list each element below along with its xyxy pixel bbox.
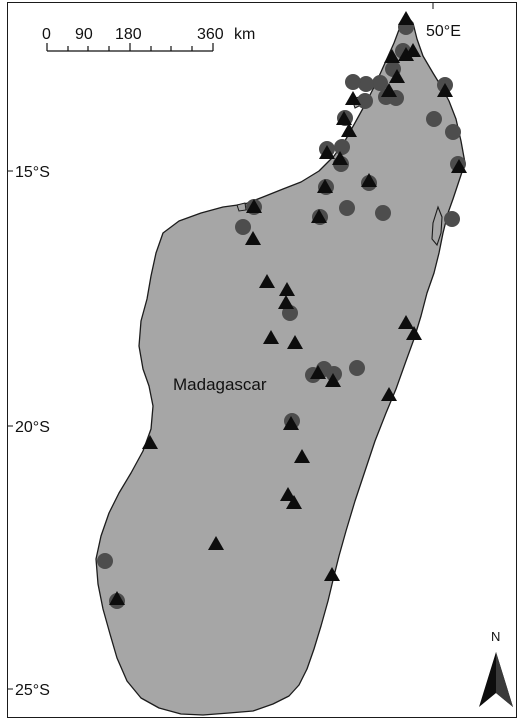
triangle-marker [325,373,341,387]
triangle-marker [332,151,348,165]
circle-marker [345,74,361,90]
scale-tick-180: 180 [115,26,142,43]
triangle-marker [259,274,275,288]
island-label: Madagascar [173,375,267,394]
triangle-marker [208,536,224,550]
lat-label-20s: 20°S [15,419,50,436]
scale-unit: km [234,26,255,43]
triangle-marker [280,487,296,501]
circle-marker [339,200,355,216]
triangle-marker [345,91,361,105]
triangle-marker [361,173,377,187]
triangle-marker [336,111,352,125]
triangle-marker [294,449,310,463]
triangle-marker [279,282,295,296]
circle-marker [372,75,388,91]
madagascar-landmass [95,14,466,716]
circle-markers [97,19,466,609]
northwest-islet [236,202,247,212]
lon-label-50e: 50°E [426,23,461,40]
scale-bar [46,43,214,52]
circle-marker [426,111,442,127]
triangle-marker [405,43,421,57]
triangle-marker [406,326,422,340]
triangle-marker [319,145,335,159]
triangle-marker [389,69,405,83]
triangle-marker [398,315,414,329]
triangle-marker [398,11,414,25]
triangle-marker [311,209,327,223]
triangle-marker [437,83,453,97]
triangle-marker [245,231,261,245]
north-arrow-label: N [491,629,500,644]
triangle-marker [246,199,262,213]
graticule-labels: 15°S 20°S 25°S 50°E [8,3,461,699]
triangle-marker [398,47,414,61]
triangle-marker [381,83,397,97]
triangle-marker [283,416,299,430]
triangle-markers [109,11,467,605]
triangle-marker [341,123,357,137]
eastern-islet [431,205,443,247]
triangle-marker [142,435,158,449]
map-canvas: 15°S 20°S 25°S 50°E Madagascar 0 90 180 … [8,3,513,716]
circle-marker [445,124,461,140]
circle-marker [357,93,373,109]
circle-marker [235,219,251,235]
scale-tick-90: 90 [75,26,93,43]
circle-marker [334,139,350,155]
lat-label-15s: 15°S [15,164,50,181]
circle-marker [97,553,113,569]
map-frame: 15°S 20°S 25°S 50°E Madagascar 0 90 180 … [7,2,517,718]
north-arrow: N [479,629,513,707]
triangle-marker [381,387,397,401]
circle-marker [326,366,342,382]
triangle-marker [263,330,279,344]
triangle-marker [286,495,302,509]
triangle-marker [109,591,125,605]
scale-tick-360: 360 [197,26,224,43]
triangle-marker [317,179,333,193]
circle-marker [358,76,374,92]
circle-marker [349,360,365,376]
triangle-marker [451,159,467,173]
triangle-marker [310,365,326,379]
lat-label-25s: 25°S [15,682,50,699]
circle-marker [375,205,391,221]
triangle-marker [278,295,294,309]
scale-tick-0: 0 [42,26,51,43]
triangle-marker [287,335,303,349]
circle-marker [444,211,460,227]
triangle-marker [324,567,340,581]
triangle-marker [384,49,400,63]
